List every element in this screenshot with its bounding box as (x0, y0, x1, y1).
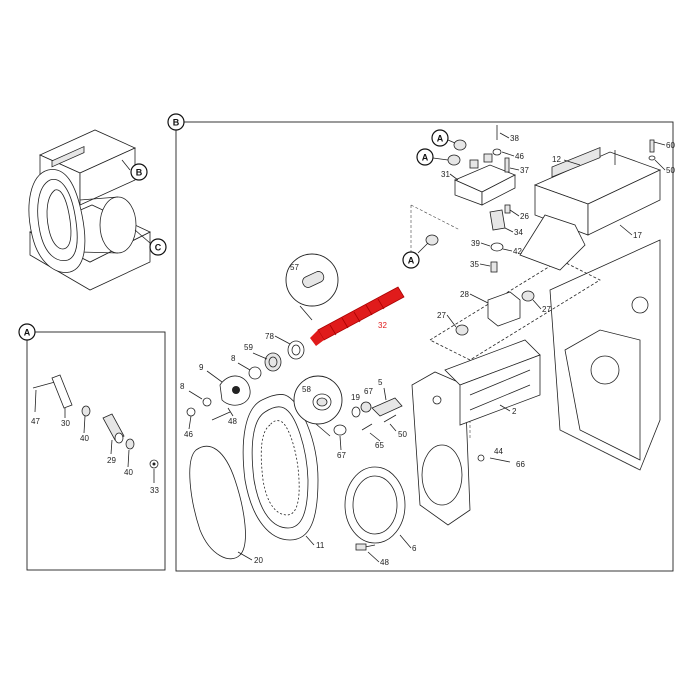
highlighted-shaft[interactable] (310, 286, 405, 346)
label-32: 32 (378, 321, 387, 330)
label-27a: 27 (437, 311, 446, 320)
bearing-stack (186, 340, 305, 421)
svg-text:B: B (173, 118, 180, 128)
detail-b-callout[interactable]: B (167, 113, 185, 131)
detail-a-label-33: 33 (150, 486, 159, 495)
label-78: 78 (265, 332, 274, 341)
label-65: 65 (375, 441, 384, 450)
ref-callout-a-2[interactable]: A (416, 148, 434, 166)
bearing-ring (344, 466, 406, 551)
label-58: 58 (302, 385, 311, 394)
cover-plate (189, 445, 246, 560)
label-67a: 67 (364, 387, 373, 396)
label-35: 35 (470, 260, 479, 269)
label-6: 6 (412, 544, 417, 553)
label-28: 28 (460, 290, 469, 299)
label-5: 5 (378, 378, 383, 387)
overview-callout-b[interactable]: B (130, 163, 148, 181)
overview-callout-c[interactable]: C (149, 238, 167, 256)
valve-block (454, 153, 516, 206)
ref-callout-a-1[interactable]: A (431, 129, 449, 147)
side-plate (242, 393, 319, 541)
fittings (410, 125, 535, 336)
detail-a-parts (32, 374, 159, 483)
top-cover (519, 147, 662, 271)
overview-assembly (28, 129, 151, 291)
svg-text:A: A (408, 256, 415, 266)
detail-a-label-40b: 40 (124, 468, 133, 477)
label-34: 34 (514, 228, 523, 237)
label-38: 38 (510, 134, 519, 143)
bolts (477, 139, 656, 463)
label-57: 57 (290, 263, 299, 272)
label-42: 42 (513, 247, 522, 256)
clamp-parts (333, 397, 403, 436)
label-59: 59 (244, 343, 253, 352)
svg-text:C: C (155, 243, 162, 253)
overview-terminal-strip (51, 146, 85, 168)
detail-b-frame (175, 121, 674, 572)
label-8a: 8 (231, 354, 236, 363)
detail-a-label-40: 40 (80, 434, 89, 443)
label-11: 11 (316, 541, 325, 550)
label-48b: 48 (380, 558, 389, 567)
detail-a-frame (26, 331, 166, 571)
label-67b: 67 (337, 451, 346, 460)
label-44: 44 (494, 447, 503, 456)
label-66: 66 (516, 460, 525, 469)
main-frame (429, 239, 661, 471)
label-50b: 50 (666, 166, 675, 175)
label-19: 19 (351, 393, 360, 402)
detail-a-label-47: 47 (31, 417, 40, 426)
ref-callout-a-3[interactable]: A (402, 251, 420, 269)
leader-lines (188, 132, 666, 563)
label-46b: 46 (184, 430, 193, 439)
label-26: 26 (520, 212, 529, 221)
label-12: 12 (552, 155, 561, 164)
end-plate (411, 339, 541, 526)
svg-text:A: A (437, 134, 444, 144)
label-31: 31 (441, 170, 450, 179)
label-60: 60 (666, 141, 675, 150)
label-48a: 48 (228, 417, 237, 426)
svg-text:B: B (136, 168, 143, 178)
label-46: 46 (515, 152, 524, 161)
label-20: 20 (254, 556, 263, 565)
label-17: 17 (633, 231, 642, 240)
detail-a-label-29: 29 (107, 456, 116, 465)
label-2: 2 (512, 407, 517, 416)
label-37: 37 (520, 166, 529, 175)
label-50a: 50 (398, 430, 407, 439)
ring-detail-callout (293, 375, 343, 437)
label-39: 39 (471, 239, 480, 248)
label-27b: 27 (542, 305, 551, 314)
label-9: 9 (199, 363, 204, 372)
label-8b: 8 (180, 382, 185, 391)
detail-a-label-30: 30 (61, 419, 70, 428)
svg-text:A: A (422, 153, 429, 163)
svg-text:A: A (24, 328, 31, 338)
key-detail-callout (285, 253, 339, 321)
detail-a-callout[interactable]: A (18, 323, 36, 341)
